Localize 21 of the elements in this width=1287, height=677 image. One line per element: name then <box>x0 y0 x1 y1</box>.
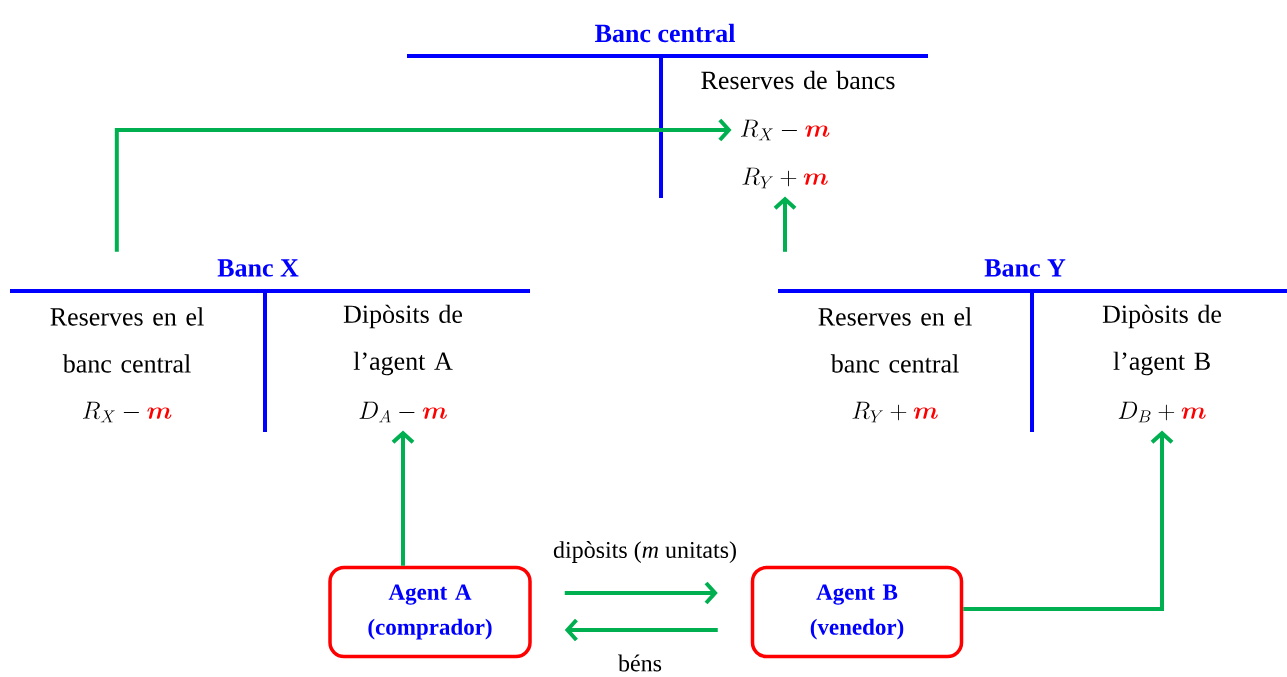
column-heading: Reserves de bancs <box>701 70 895 90</box>
account-entry: $R_X - {\color{red}\boldsymbol{m}}$ <box>740 119 830 141</box>
account-entry: $R_Y + {\color{red}\boldsymbol{m}}$ <box>742 167 828 189</box>
arrow <box>114 118 732 252</box>
account-entry: $R_Y + {\color{red}\boldsymbol{m}}$ <box>852 401 938 423</box>
arrow <box>963 430 1174 611</box>
column-heading: Dipòsits de l’agent A <box>343 304 463 376</box>
account-entry: $D_A - {\color{red}\boldsymbol{m}}$ <box>359 401 447 423</box>
edge-label: dipòsits (m unitats) <box>552 540 738 564</box>
arrow <box>391 430 415 566</box>
column-heading: Dipòsits de l’agent B <box>1102 304 1222 376</box>
agent-box: Agent A (comprador) <box>328 565 532 659</box>
account-entry: $R_X - {\color{red}\boldsymbol{m}}$ <box>82 401 172 423</box>
arrow <box>564 581 718 605</box>
edge-label: béns <box>617 653 663 673</box>
arrow <box>773 196 797 252</box>
agent-box: Agent B (venedor) <box>750 565 964 659</box>
arrow <box>564 618 718 642</box>
account-entry: $D_B + {\color{red}\boldsymbol{m}}$ <box>1118 401 1206 423</box>
column-heading: Reserves en el banc central <box>818 307 972 373</box>
column-heading: Reserves en el banc central <box>50 307 204 373</box>
